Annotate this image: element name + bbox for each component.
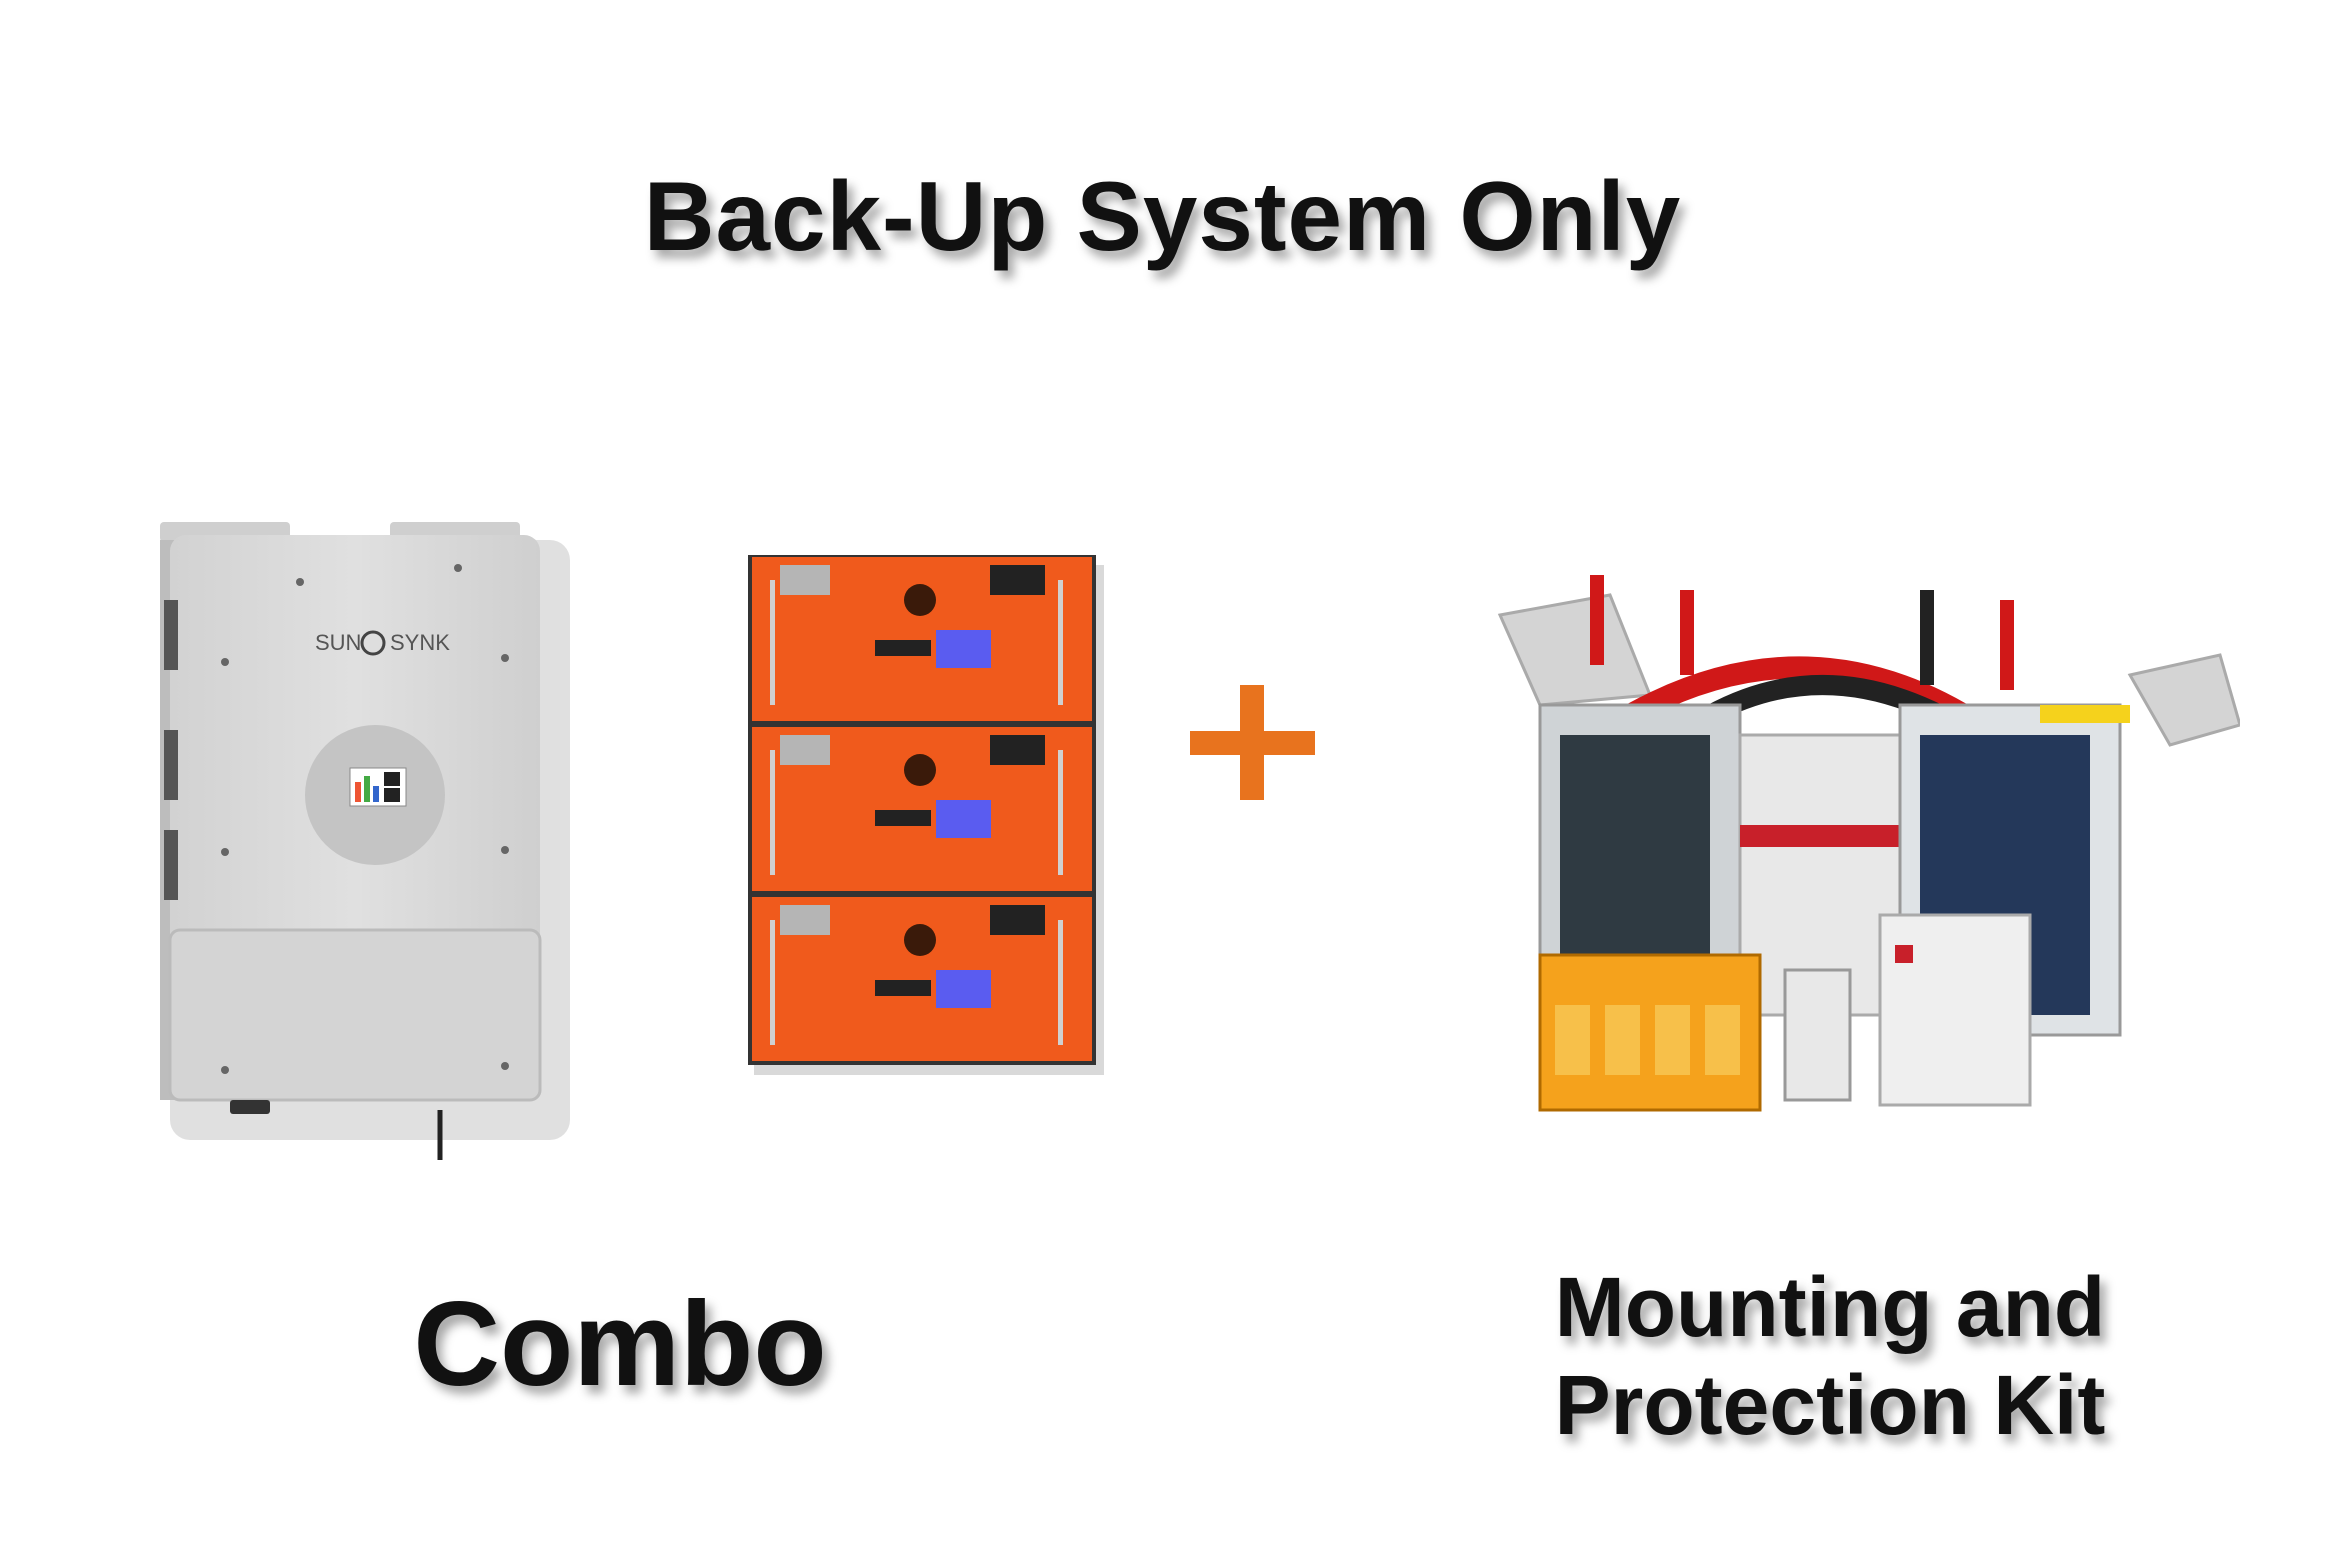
combo-label: Combo — [413, 1277, 827, 1411]
battery-stack-image — [748, 555, 1104, 1075]
kit-label-line-2: Protection Kit — [1554, 1358, 2106, 1452]
plus-icon — [1190, 685, 1315, 800]
inverter-brand-text-2: SYNK — [390, 630, 450, 655]
inverter-brand-text: SUN — [315, 630, 361, 655]
inverter-image: SUN SYNK — [160, 522, 570, 1160]
kit-label-line-1: Mounting and — [1554, 1260, 2106, 1354]
page-title: Back-Up System Only — [643, 161, 1682, 271]
protection-kit-image — [1497, 575, 2240, 1112]
kit-label: Mounting and Protection Kit — [1480, 1258, 2180, 1454]
